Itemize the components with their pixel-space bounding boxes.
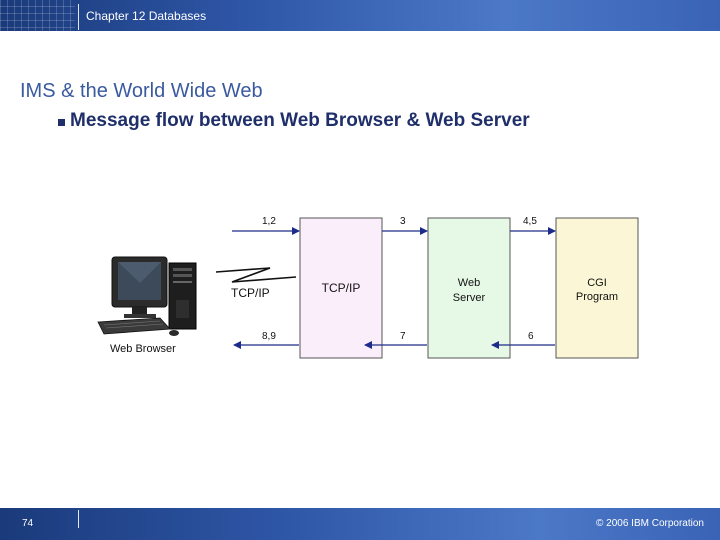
- tcpip-box-label: TCP/IP: [322, 281, 361, 295]
- slide-footer: 74 © 2006 IBM Corporation: [0, 508, 720, 540]
- slide-header: Chapter 12 Databases: [0, 0, 720, 31]
- network-link-icon: [215, 267, 297, 283]
- web-server-label-line2: Server: [453, 292, 486, 304]
- cgi-program-label-line1: CGI: [587, 277, 607, 289]
- chapter-title: Chapter 12 Databases: [86, 9, 207, 23]
- flow-label-6: 6: [528, 331, 534, 342]
- bullet-text: Message flow between Web Browser & Web S…: [70, 110, 530, 131]
- flow-label-3: 3: [400, 216, 406, 227]
- cgi-program-box: [555, 217, 639, 359]
- bullet-square-icon: [58, 118, 65, 126]
- tcpip-link-label: TCP/IP: [231, 286, 270, 300]
- tcpip-box: [299, 217, 383, 359]
- computer-icon: [97, 256, 197, 336]
- header-separator: [78, 4, 79, 30]
- cgi-program-label-line2: Program: [576, 291, 618, 303]
- bullet-item: Message flow between Web Browser & Web S…: [58, 110, 530, 132]
- web-server-box: [427, 217, 511, 359]
- copyright-text: © 2006 IBM Corporation: [596, 518, 704, 529]
- slide-title: IMS & the World Wide Web: [20, 80, 263, 102]
- flow-label-4-5: 4,5: [523, 216, 537, 227]
- flow-label-8-9: 8,9: [262, 331, 276, 342]
- page-number: 74: [22, 518, 34, 529]
- web-server-label-line1: Web: [458, 277, 480, 289]
- flow-label-7: 7: [400, 331, 406, 342]
- footer-separator: [78, 510, 79, 528]
- flow-label-1-2: 1,2: [262, 216, 276, 227]
- header-grid-pattern: [0, 0, 75, 31]
- web-browser-label: Web Browser: [110, 343, 176, 355]
